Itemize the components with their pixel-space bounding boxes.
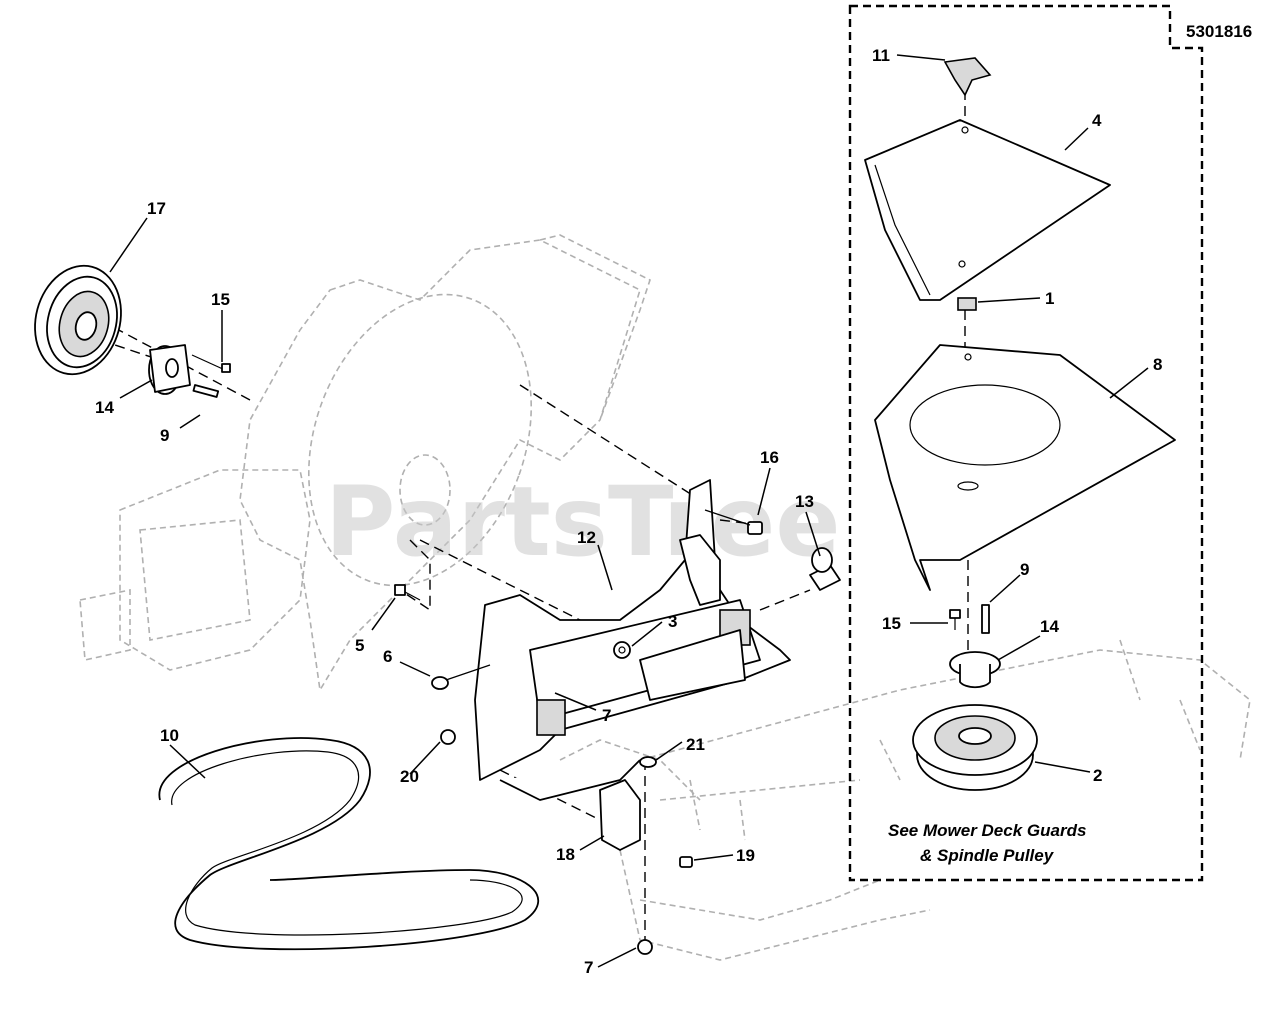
watermark-text: PartsTree [325,466,840,578]
guard-8 [874,344,1176,591]
callout-14-left: 14 [95,398,114,417]
key-9-right [981,604,990,634]
callout-12: 12 [577,528,596,547]
bracket-12 [474,479,791,801]
callout-4: 4 [1092,111,1102,130]
callout-16: 16 [760,448,779,467]
callout-21: 21 [686,735,705,754]
cover-4 [864,119,1111,301]
callout-9-left: 9 [160,426,169,445]
callout-15-left: 15 [211,290,230,309]
callout-10: 10 [160,726,179,745]
hub-14-left [148,344,191,395]
callout-11: 11 [872,46,890,65]
pulley-17 [34,264,122,376]
inset-note-line1: See Mower Deck Guards [888,821,1086,840]
callout-2: 2 [1093,766,1102,785]
callout-17: 17 [147,199,166,218]
nut-20 [440,729,456,745]
knob-11 [943,57,992,97]
pin-13 [809,547,841,591]
callout-13: 13 [795,492,814,511]
document-number: 5301816 [1186,22,1252,41]
callouts: 17 15 14 9 16 13 12 3 5 6 7 10 21 20 18 … [95,46,1162,977]
callout-15-right: 15 [882,614,901,633]
callout-20: 20 [400,767,419,786]
ghost-blower-housing [79,234,1251,961]
clip-1 [957,297,977,311]
callout-5: 5 [355,636,364,655]
bolt-5 [394,584,421,601]
inset-box [848,4,1204,882]
callout-1: 1 [1045,289,1054,308]
callout-14-right: 14 [1040,617,1059,636]
eye-bolt-6 [431,664,491,690]
bolt-15-right [949,609,961,630]
callout-19: 19 [736,846,755,865]
inset-note-line2: & Spindle Pulley [920,846,1055,865]
callout-8: 8 [1153,355,1162,374]
leader-lines [109,54,1149,968]
spindle-pulley-2 [912,704,1038,791]
bolt-19 [679,856,693,868]
bolt-16 [704,509,763,535]
bracket-18 [599,779,641,851]
belt-10 [158,737,540,951]
callout-7-lower: 7 [584,958,593,977]
callout-7-upper: 7 [602,706,611,725]
callout-3: 3 [668,612,677,631]
bolt-15-left [191,354,231,373]
nut-7-lower [637,939,653,955]
callout-18: 18 [556,845,575,864]
callout-6: 6 [383,647,392,666]
key-9-left [192,384,220,398]
nut-3 [613,641,631,659]
hub-14-right [949,651,1001,689]
callout-9-right: 9 [1020,560,1029,579]
carriage-bolt-21 [639,756,657,768]
